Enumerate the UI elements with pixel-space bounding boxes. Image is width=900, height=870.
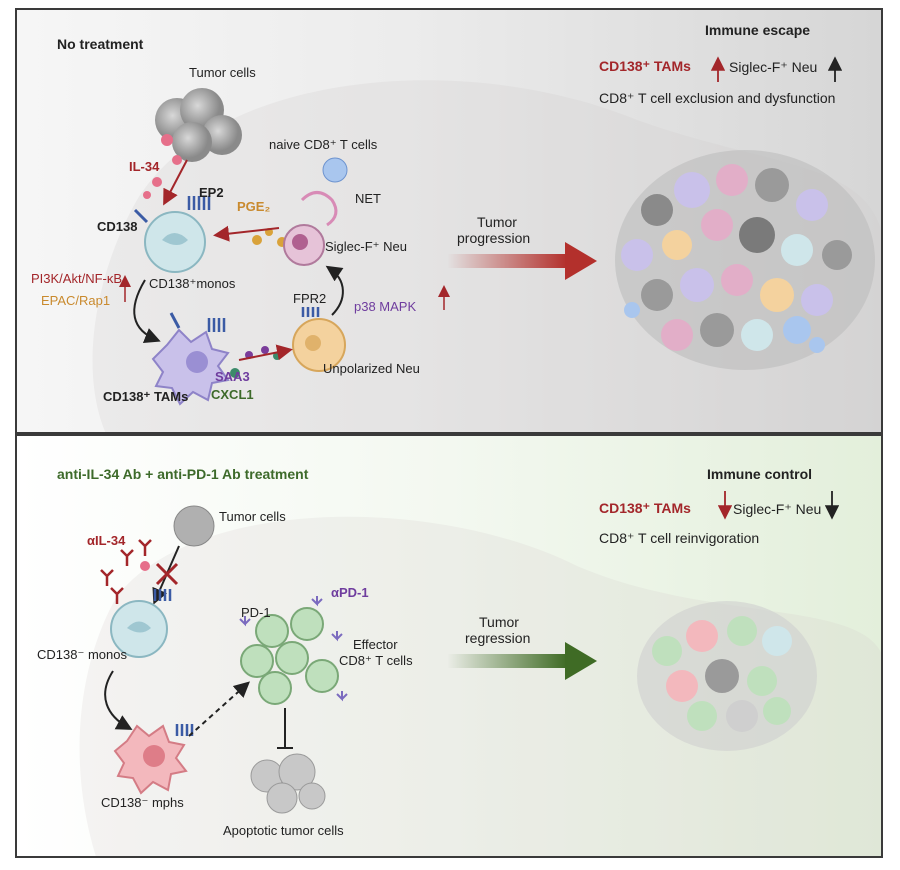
outcome-siglec-neu: Siglec-F⁺ Neu [729,59,818,75]
cd138-monos-label: CD138⁺monos [149,276,236,291]
outcome-cd8: CD8⁺ T cell exclusion and dysfunction [599,90,836,106]
alpha-il34-label: αIL-34 [87,533,126,548]
apoptotic-tumor-cells [250,753,326,814]
no-treatment-panel: No treatment Immune escape CD138⁺ TAMs S… [15,8,883,434]
alpha-il34-antibodies [100,539,152,604]
block-cross [155,562,179,586]
outcome-cd138-tams: CD138⁺ TAMs [599,58,691,74]
tumor-mass-escape [615,150,875,370]
naive-cd8-t-cell [322,157,348,183]
p38-label: p38 MAPK [354,299,417,314]
net-label: NET [355,191,381,206]
cd138-negative-monocyte [110,589,172,658]
outcome-title: Immune control [707,466,813,482]
no-treatment-illustration [92,56,881,432]
ep2-label: EP2 [199,185,224,200]
unpolarized-neutrophil [292,307,346,372]
pd1-label: PD-1 [241,605,271,620]
cd138-tam [151,312,230,406]
regression-line2: regression [465,630,531,646]
tumor-progression-arrow [447,242,597,280]
panel-title: anti-IL-34 Ab + anti-PD-1 Ab treatment [57,466,309,482]
fpr2-label: FPR2 [293,291,327,306]
cd138-mphs-label: CD138⁻ mphs [101,795,184,810]
siglec-neu-label: Siglec-F⁺ Neu [325,239,407,254]
apoptotic-label: Apoptotic tumor cells [223,823,344,838]
mono-to-tam-arrow [133,279,161,343]
alpha-pd1-label: αPD-1 [331,585,369,600]
treatment-illustration [79,491,881,856]
siglec-f-neutrophil [283,191,338,266]
progression-line2: progression [457,230,531,246]
cd138-monos-label: CD138⁻ monos [37,647,127,662]
regression-line1: Tumor [479,614,519,630]
outcome-title: Immune escape [705,22,811,38]
outcome-cd8: CD8⁺ T cell reinvigoration [599,530,760,546]
treatment-panel: anti-IL-34 Ab + anti-PD-1 Ab treatment I… [15,434,883,858]
cd138-label: CD138 [97,219,138,234]
cd138-tams-label: CD138⁺ TAMs [103,389,189,404]
effector-line2: CD8⁺ T cells [339,653,413,668]
effector-line1: Effector [353,637,398,652]
tumor-cells-label: Tumor cells [219,509,286,524]
pathway-epac: EPAC/Rap1 [41,293,111,308]
pge2-arrow [213,225,280,242]
progression-line1: Tumor [477,214,517,230]
tumor-cell [173,505,215,547]
effector-cd8-t-cells [239,596,348,705]
panel-title: No treatment [57,36,144,52]
tumor-mass-control [637,601,817,751]
tumor-cells-label: Tumor cells [189,65,256,80]
cd138-negative-macrophage [113,724,194,795]
mph-to-t-cell-arrow [188,681,250,737]
tam-to-neu-arrow [238,344,293,361]
pathway-pi3k: PI3K/Akt/NF-κB [31,271,123,286]
tumor-regression-arrow [447,642,597,680]
unpolarized-neu-label: Unpolarized Neu [323,361,420,376]
il34-arrow [163,159,188,206]
tumor-cells-cluster [143,88,242,199]
cxcl1-label: CXCL1 [211,387,254,402]
naive-cd8-label: naive CD8⁺ T cells [269,137,378,152]
outcome-cd138-tams: CD138⁺ TAMs [599,500,691,516]
mono-to-mph-arrow [104,670,133,730]
saa3-label: SAA3 [215,369,250,384]
cd138-monocyte [133,196,211,273]
il34-label: IL-34 [129,159,160,174]
outcome-siglec-neu: Siglec-F⁺ Neu [733,501,822,517]
neu-polarization-arrow [325,265,344,316]
pge2-label: PGE₂ [237,199,271,214]
